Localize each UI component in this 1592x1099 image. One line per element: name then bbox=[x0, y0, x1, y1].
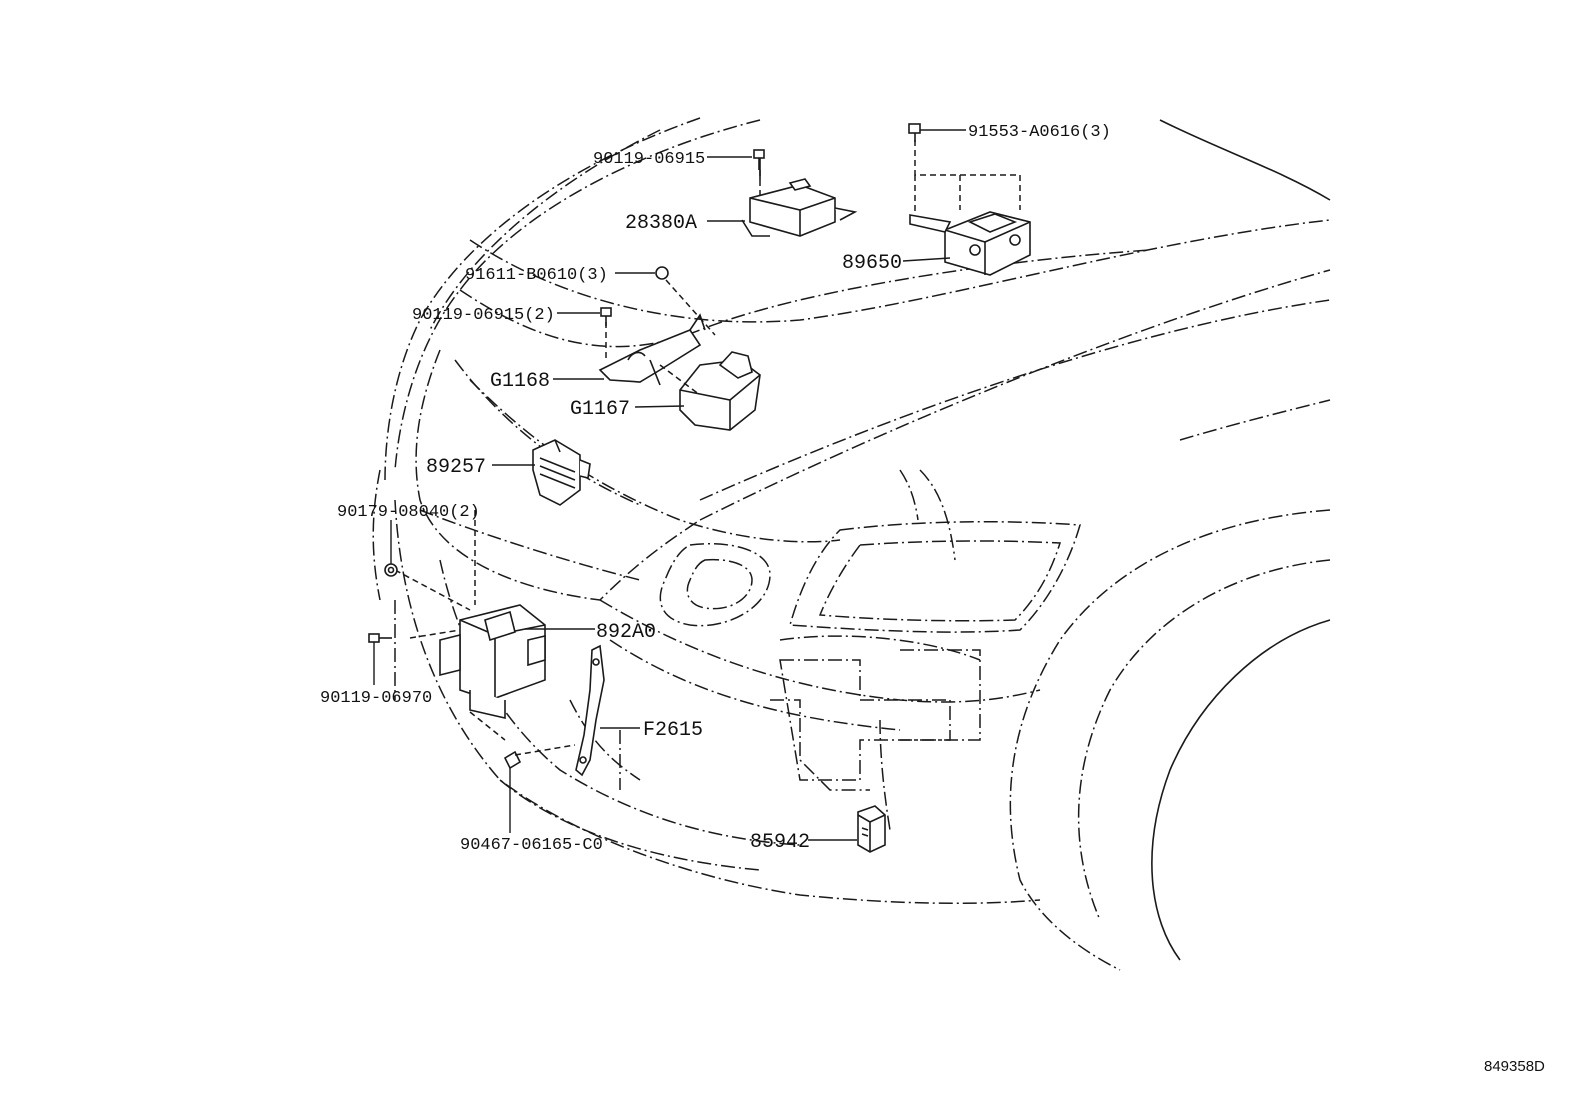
bolt-90119-06970 bbox=[368, 633, 392, 643]
part-F2615-bracket bbox=[575, 644, 605, 777]
label-89650: 89650 bbox=[842, 252, 902, 275]
label-892A0: 892A0 bbox=[596, 621, 656, 644]
part-G1167-sensor bbox=[649, 351, 761, 431]
label-85942: 85942 bbox=[750, 831, 810, 854]
label-89257: 89257 bbox=[426, 456, 486, 479]
part-85942-relay bbox=[857, 805, 886, 853]
vehicle-outline bbox=[372, 117, 1331, 971]
part-892A0-module bbox=[394, 510, 546, 741]
part-labels: 90119-06915 28380A 91553-A0616(3) 89650 … bbox=[320, 123, 1111, 855]
diagram-reference-code: 849358D bbox=[1484, 1058, 1545, 1075]
label-G1168: G1168 bbox=[490, 370, 550, 393]
label-90119-06970: 90119-06970 bbox=[320, 689, 432, 708]
bolt-90119-06915 bbox=[753, 149, 765, 170]
clip-90467-06165-C0 bbox=[503, 744, 576, 770]
nut-90179-08040 bbox=[384, 563, 398, 577]
label-91611-B0610: 91611-B0610(3) bbox=[465, 266, 608, 285]
bolt-91611-B0610 bbox=[655, 266, 716, 336]
label-F2615: F2615 bbox=[643, 719, 703, 742]
label-90467-06165-C0: 90467-06165-C0 bbox=[460, 836, 603, 855]
part-G1168-bracket bbox=[598, 313, 706, 383]
label-90179-08040: 90179-08040(2) bbox=[337, 503, 480, 522]
bolt-91553-A0616 bbox=[908, 123, 921, 142]
label-91553-A0616: 91553-A0616(3) bbox=[968, 123, 1111, 142]
part-89257-sensor bbox=[532, 439, 591, 506]
label-90119-06915: 90119-06915 bbox=[593, 150, 705, 169]
label-28380A: 28380A bbox=[625, 212, 697, 235]
leader-lines bbox=[373, 129, 966, 841]
part-89650-module bbox=[909, 140, 1031, 276]
bolt-90119-06915-2 bbox=[600, 307, 612, 326]
label-G1167: G1167 bbox=[570, 398, 630, 421]
label-90119-06915-2: 90119-06915(2) bbox=[412, 306, 555, 325]
